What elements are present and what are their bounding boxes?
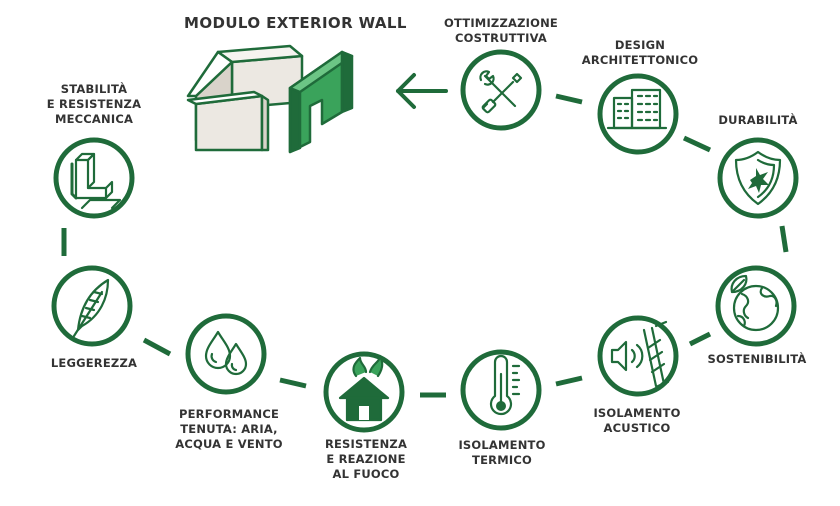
globe-leaf-icon: [730, 274, 780, 332]
node-label-acustico: ISOLAMENTO ACUSTICO: [593, 406, 681, 435]
building-icon: [606, 88, 668, 130]
node-circle-design: [597, 73, 679, 155]
icons: [70, 70, 782, 422]
node-circle-sostenibilita: [715, 265, 797, 347]
shield-icon: [734, 150, 782, 206]
node-circle-ottimizzazione: [460, 49, 542, 131]
node-label-sostenibilita: SOSTENIBILITÀ: [707, 352, 807, 366]
connector-durabilita-sostenibilita: [779, 225, 789, 253]
thermometer-icon: [489, 354, 521, 416]
connector-tenuta-leggerezza: [142, 337, 172, 357]
node-label-fuoco: RESISTENZA E REAZIONE AL FUOCO: [324, 437, 408, 481]
node-circle-tenuta: [185, 313, 267, 395]
connector-acustico-termico: [555, 375, 583, 387]
profile-beam-icon: [70, 152, 122, 210]
connector-sostenibilita-acustico: [688, 331, 712, 347]
connectors: [61, 93, 789, 398]
node-circle-acustico: [597, 315, 679, 397]
drops-icon: [204, 330, 248, 376]
feather-icon: [72, 278, 110, 338]
connector-ottimizzazione-design: [555, 93, 583, 105]
wall-module-illustration: [186, 44, 354, 154]
node-label-termico: ISOLAMENTO TERMICO: [458, 438, 546, 467]
house-fire-icon: [338, 354, 390, 422]
node-label-stabilita: STABILITÀ E RESISTENZA MECCANICA: [46, 82, 142, 126]
diagram-title: MODULO EXTERIOR WALL: [184, 14, 407, 32]
node-circles: [51, 49, 799, 433]
node-label-leggerezza: LEGGEREZZA: [50, 356, 138, 370]
node-label-durabilita: DURABILITÀ: [718, 113, 798, 127]
node-label-ottimizzazione: OTTIMIZZAZIONE COSTRUTTIVA: [444, 16, 558, 45]
tools-icon: [479, 70, 523, 114]
speaker-wall-icon: [610, 320, 670, 388]
connector-design-durabilita: [682, 135, 712, 153]
connector-fuoco-tenuta: [279, 377, 307, 389]
node-label-design: DESIGN ARCHITETTONICO: [581, 38, 699, 67]
node-label-tenuta: PERFORMANCE TENUTA: ARIA, ACQUA E VENTO: [175, 407, 283, 451]
arrow-left-icon: [396, 73, 448, 109]
